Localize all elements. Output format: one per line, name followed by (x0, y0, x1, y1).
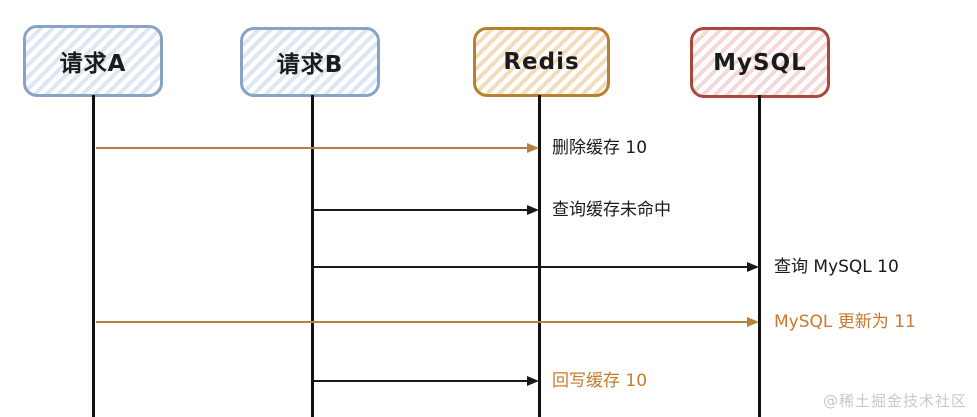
message-label-delete-cache: 删除缓存 10 (552, 138, 648, 158)
watermark: @稀土掘金技术社区 (822, 392, 967, 410)
message-arrow-delete-cache (96, 147, 528, 149)
message-label-query-mysql: 查询 MySQL 10 (774, 257, 899, 277)
message-arrow-write-back-cache (314, 380, 528, 382)
arrow-head-icon (747, 262, 759, 272)
lifeline-request-a (92, 95, 95, 417)
arrow-head-icon (527, 205, 539, 215)
message-arrow-query-mysql (314, 266, 748, 268)
actor-label-mysql: MySQL (713, 49, 807, 76)
actor-label-request-b: 请求B (276, 52, 344, 78)
actor-box-redis: Redis (473, 27, 610, 97)
message-arrow-cache-miss (314, 209, 528, 211)
actor-box-request-b: 请求B (240, 27, 380, 97)
arrow-head-icon (747, 317, 759, 327)
actor-label-request-a: 请求A (59, 51, 127, 77)
message-label-mysql-update: MySQL 更新为 11 (774, 312, 916, 332)
actor-label-redis: Redis (503, 49, 580, 75)
lifeline-redis (538, 95, 541, 417)
message-label-write-back-cache: 回写缓存 10 (552, 371, 648, 391)
lifeline-mysql (758, 95, 761, 417)
message-label-cache-miss: 查询缓存未命中 (552, 200, 671, 220)
arrow-head-icon (527, 376, 539, 386)
actor-box-request-a: 请求A (23, 25, 163, 97)
message-arrow-mysql-update (96, 321, 748, 323)
lifeline-request-b (311, 95, 314, 417)
arrow-head-icon (527, 143, 539, 153)
actor-box-mysql: MySQL (690, 27, 830, 98)
